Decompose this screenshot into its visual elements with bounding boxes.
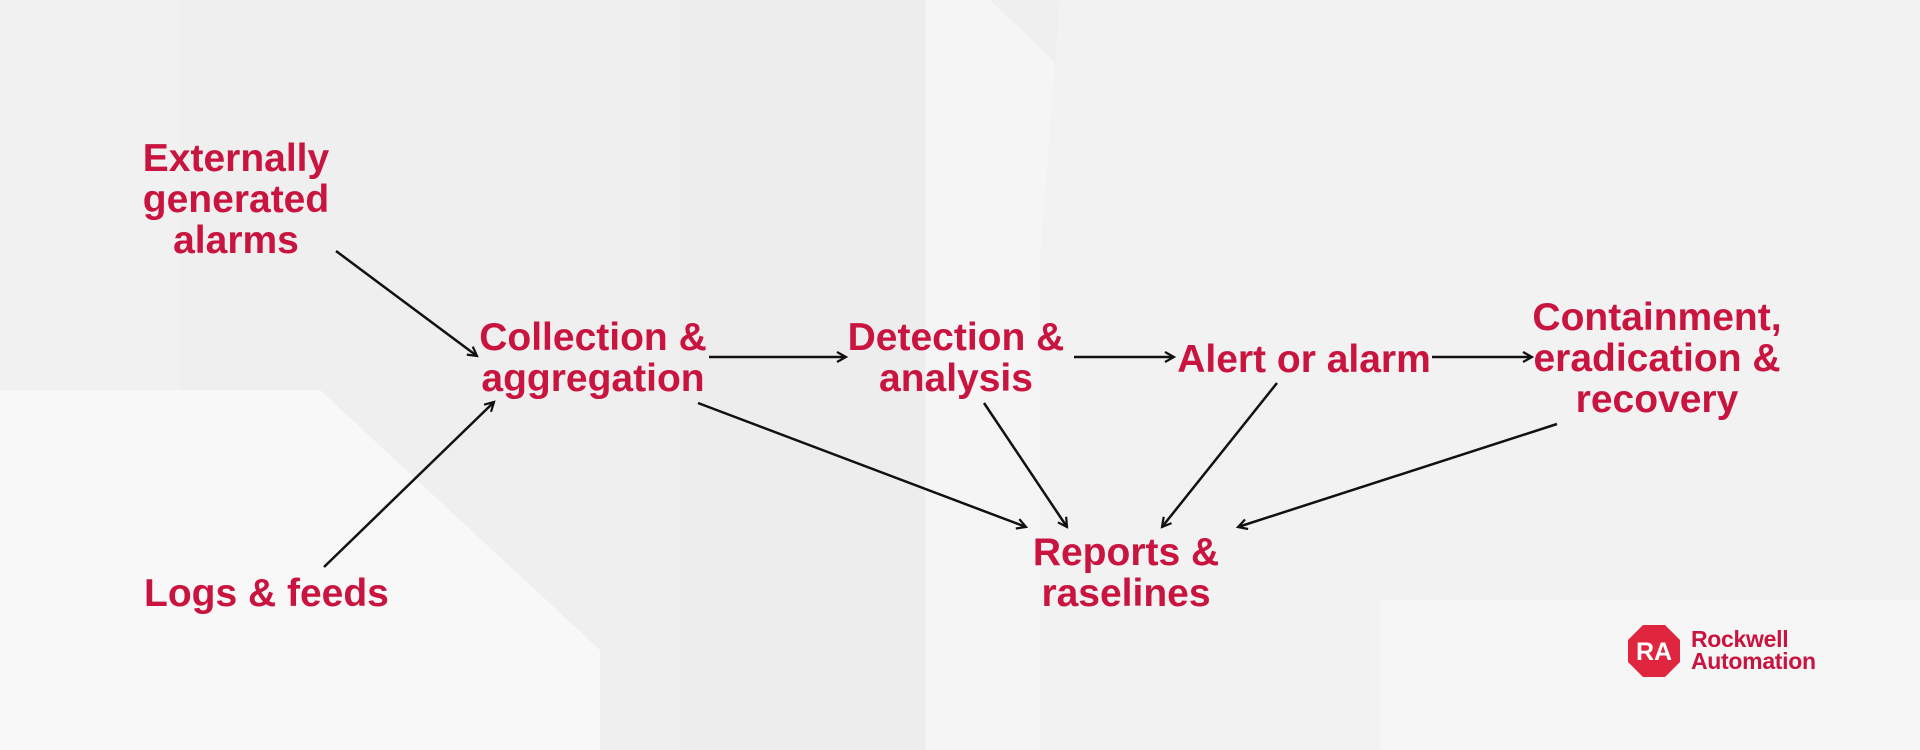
node-reports-and-raselines: Reports & raselines bbox=[1032, 531, 1220, 615]
logo-wordmark: Rockwell Automation bbox=[1691, 626, 1816, 674]
node-containment-eradication-recovery: Containment, eradication & recovery bbox=[1532, 296, 1782, 421]
node-collection-and-aggregation: Collection & aggregation bbox=[479, 316, 707, 400]
arrow-logs-to-collection bbox=[323, 402, 494, 568]
arrow-containment-to-reports bbox=[1238, 422, 1558, 527]
node-logs-and-feeds: Logs & feeds bbox=[144, 572, 389, 615]
node-detection-and-analysis: Detection & analysis bbox=[847, 316, 1065, 400]
arrow-detection-to-reports bbox=[982, 402, 1067, 527]
arrow-alert-to-reports bbox=[1162, 382, 1278, 527]
svg-text:RA: RA bbox=[1636, 638, 1672, 666]
node-alert-or-alarm: Alert or alarm bbox=[1177, 338, 1431, 381]
rockwell-automation-logo: RA Rockwell Automation bbox=[1626, 623, 1846, 679]
node-externally-generated-alarms: Externally generated alarms bbox=[142, 137, 330, 262]
arrow-collection-to-reports bbox=[697, 401, 1026, 527]
ra-logo-icon: RA bbox=[1628, 625, 1680, 677]
arrow-external-to-collection bbox=[335, 249, 477, 356]
